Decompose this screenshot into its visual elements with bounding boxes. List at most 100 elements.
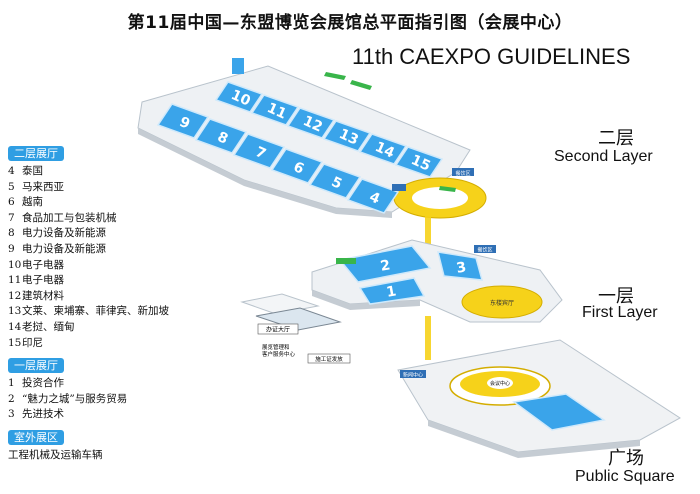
- news-center-label: 新闻中心: [403, 372, 423, 379]
- legend-item-number: 13: [8, 305, 22, 318]
- page-subtitle: 11th CAEXPO GUIDELINES: [352, 44, 631, 69]
- hall-block: [214, 81, 264, 113]
- layer-title-first-cn: 一层: [598, 286, 634, 307]
- hall-number: 14: [372, 139, 397, 162]
- legend-item-label: 先进技术: [22, 408, 64, 421]
- hall-block: [194, 118, 248, 154]
- second-layer-ring: [393, 177, 487, 219]
- legend-item: 15印尼: [8, 336, 228, 352]
- hall-block: [270, 148, 324, 184]
- square-slab-edge: [428, 420, 640, 458]
- hall-5: 5: [308, 163, 362, 199]
- legend-item-number: 2: [8, 392, 15, 405]
- hall-block: [308, 163, 362, 199]
- legend-item: 10电子电器: [8, 258, 228, 274]
- legend-item-number: 9: [8, 242, 15, 255]
- hall-2: 2: [338, 245, 432, 283]
- hall-block: [394, 146, 444, 178]
- legend-item-label: 食品加工与包装机械: [22, 211, 117, 224]
- hall-3: 3: [436, 251, 484, 281]
- hall-10: 10: [214, 81, 264, 113]
- legend-item-label: 电力设备及新能源: [22, 227, 106, 240]
- legend-item-number: 1: [8, 377, 15, 390]
- legend-item-number: 11: [8, 274, 22, 287]
- service-label-line2: 客户服务中心: [262, 350, 296, 358]
- hall-number: 1: [385, 283, 397, 300]
- dining-tag-top: [452, 168, 474, 176]
- hall-tag-top: [232, 58, 244, 74]
- hall-4: 4: [346, 178, 400, 214]
- dining-tag-mid: [474, 245, 496, 253]
- hall-block: [358, 133, 408, 165]
- hall-14: 14: [358, 133, 408, 165]
- rotunda-label: 会议中心: [490, 380, 510, 387]
- hall-6: 6: [270, 148, 324, 184]
- legend-item: 11电子电器: [8, 273, 228, 289]
- legend-item-label: 电力设备及新能源: [22, 242, 106, 255]
- legend-list-outdoor: 工程机械及运输车辆: [8, 448, 228, 464]
- square-rotunda: 会议中心: [449, 366, 551, 406]
- hall-12: 12: [286, 107, 336, 139]
- legend-item-number: 6: [8, 196, 15, 209]
- first-layer-slab-edge: [312, 290, 420, 310]
- legend-item-number: 15: [8, 336, 22, 349]
- hall-number: 13: [336, 126, 360, 149]
- layer-title-second-en: Second Layer: [554, 148, 653, 165]
- construction-label: 施工证发放: [315, 355, 343, 363]
- hall-block: [286, 107, 336, 139]
- hall-block: [250, 94, 300, 126]
- east-hall-label: 东楼宾厅: [490, 299, 514, 307]
- hall-1: 1: [358, 277, 426, 305]
- escalator-shaft-upper: [425, 212, 431, 274]
- legend-item-label: 建筑材料: [22, 289, 64, 302]
- green-tag-3: [439, 186, 456, 192]
- hall-11: 11: [250, 94, 300, 126]
- legend-item: 8 电力设备及新能源: [8, 226, 228, 242]
- office-label: 办证大厅: [266, 326, 290, 334]
- legend-item: 9 电力设备及新能源: [8, 242, 228, 258]
- construction-label-box: [307, 353, 351, 364]
- office-label-box: [257, 323, 299, 335]
- hall-block: [338, 245, 432, 283]
- legend-item-number: 8: [8, 227, 15, 240]
- legend-item: 1 投资合作: [8, 376, 228, 392]
- legend-heading-first: 一层展厅: [8, 358, 64, 374]
- page-title: 第11届中国—东盟博览会展馆总平面指引图（会展中心）: [127, 13, 573, 33]
- green-tag-4: [336, 258, 356, 264]
- legend-item-number: 14: [8, 320, 22, 333]
- legend-heading-outdoor: 室外展区: [8, 429, 64, 445]
- legend-item-label: “魅力之城”与服务贸易: [22, 392, 128, 405]
- layer-title-square-en: Public Square: [575, 468, 675, 485]
- legend-item-label: 投资合作: [22, 377, 64, 390]
- hall-15: 15: [394, 146, 444, 178]
- legend-item: 2 “魅力之城”与服务贸易: [8, 392, 228, 408]
- legend-item-label: 印尼: [22, 336, 43, 349]
- dining-tag-side: [392, 184, 406, 191]
- hall-block: [346, 178, 400, 214]
- legend-item: 工程机械及运输车辆: [8, 448, 228, 464]
- legend-item-number: 5: [8, 180, 15, 193]
- hall-block: [358, 277, 426, 305]
- dining-label-top: 餐饮区: [455, 170, 470, 177]
- hall-block: [232, 133, 286, 169]
- legend-item: 13文莱、柬埔寨、菲律宾、新加坡: [8, 304, 228, 320]
- news-center-tag: [400, 370, 426, 378]
- legend-item-number: 10: [8, 258, 22, 271]
- hall-8: 8: [194, 118, 248, 154]
- hall-block: [322, 120, 372, 152]
- first-layer-halls: 2 3 1: [338, 245, 484, 305]
- hall-number: 12: [300, 113, 324, 136]
- layer-title-square-cn: 广场: [608, 448, 644, 469]
- hall-number: 2: [379, 257, 391, 274]
- layer-title-first-en: First Layer: [582, 304, 658, 321]
- hall-block: [156, 103, 210, 139]
- service-label-line1: 展览管理和: [262, 343, 290, 351]
- hall-7: 7: [232, 133, 286, 169]
